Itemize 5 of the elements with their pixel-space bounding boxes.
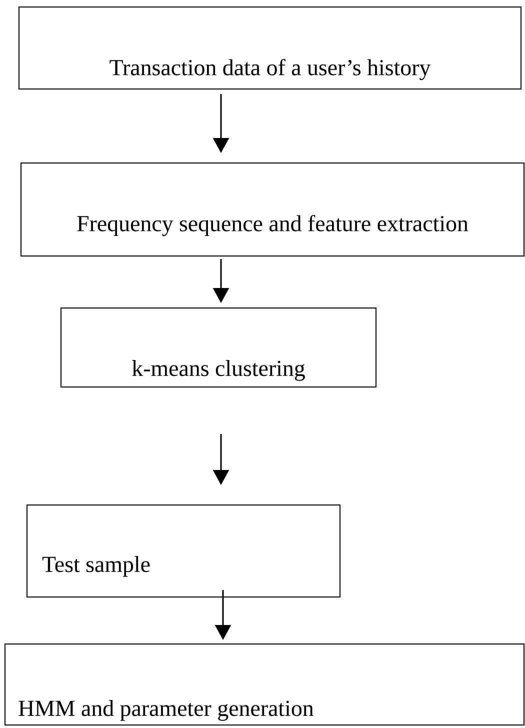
process-box: Test sample (26, 504, 340, 598)
process-box: HMM and parameter generation (4, 644, 524, 726)
process-box: Frequency sequence and feature extraction (20, 162, 524, 256)
process-box: Transaction data of a user’s history (18, 6, 522, 90)
process-box: k-means clustering (60, 308, 376, 388)
